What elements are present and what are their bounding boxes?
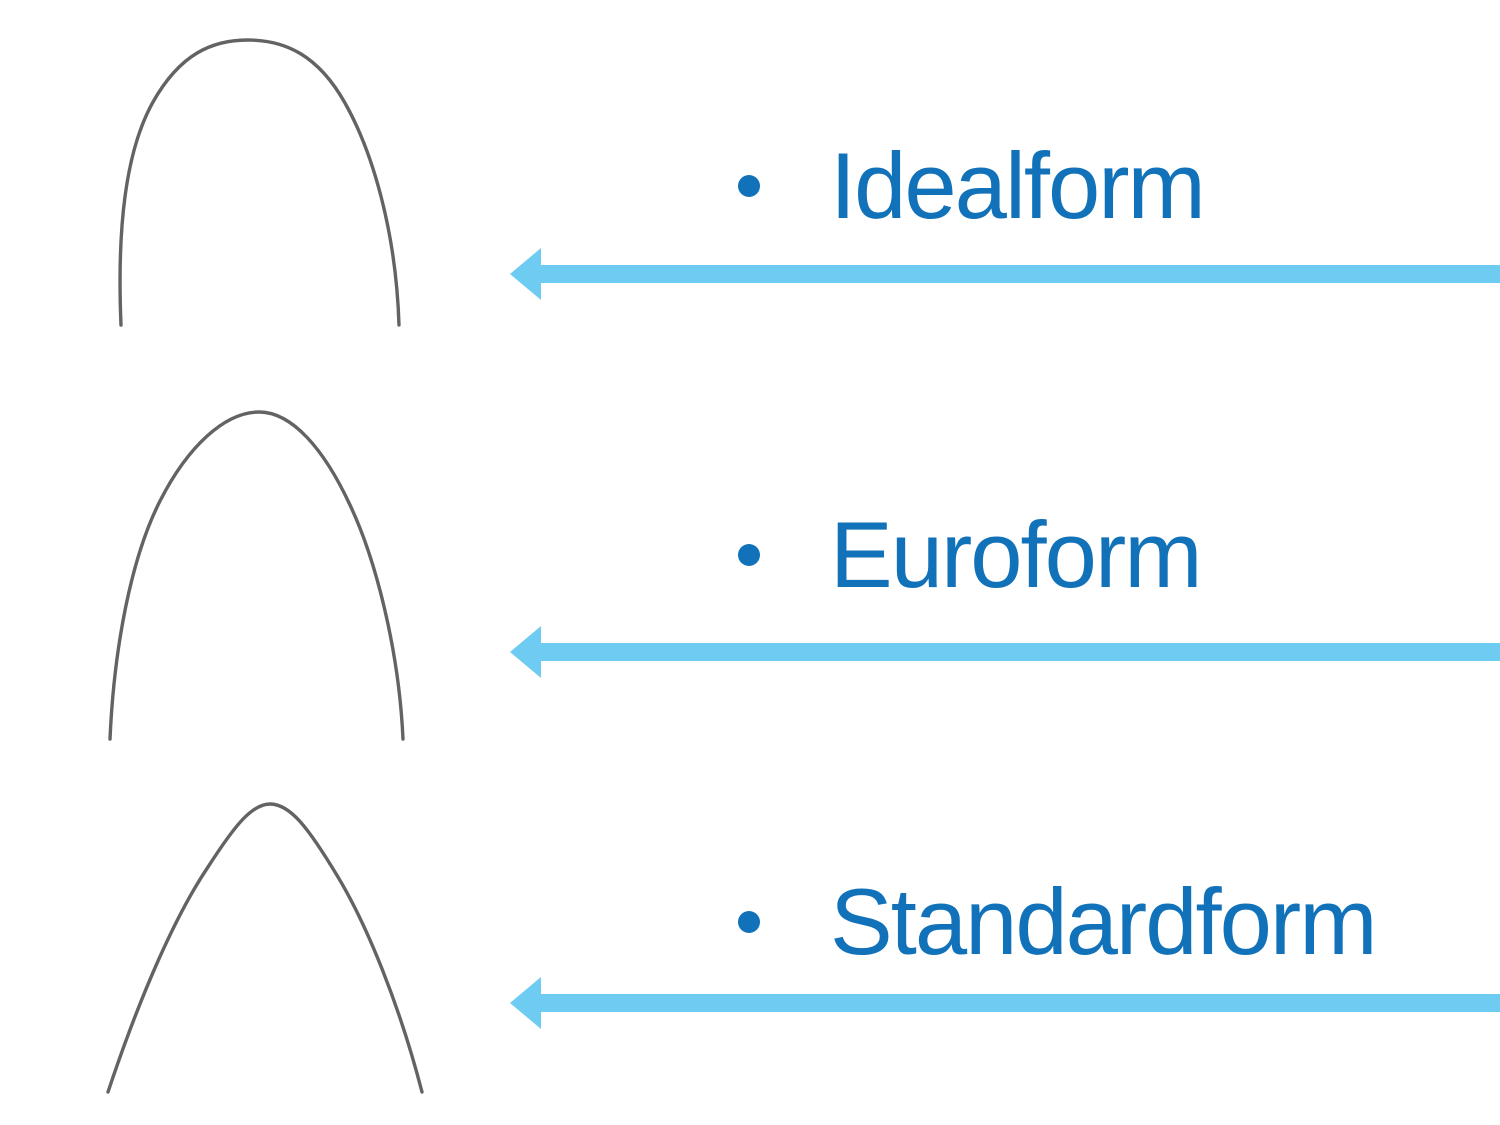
bullet-icon bbox=[738, 175, 760, 197]
left-arrow-icon bbox=[510, 248, 1500, 300]
standardform-label: Standardform bbox=[830, 869, 1378, 974]
list-item-euroform: Euroform bbox=[738, 500, 1203, 610]
idealform-label: Idealform bbox=[830, 133, 1206, 238]
bullet-icon bbox=[738, 911, 760, 933]
idealform-archwire-icon bbox=[118, 38, 401, 327]
bullet-icon bbox=[738, 544, 760, 566]
euroform-label: Euroform bbox=[830, 502, 1203, 607]
euroform-archwire-icon bbox=[108, 410, 405, 741]
left-arrow-icon bbox=[510, 977, 1500, 1029]
list-item-idealform: Idealform bbox=[738, 131, 1206, 241]
standardform-archwire-icon bbox=[106, 802, 424, 1094]
list-item-standardform: Standardform bbox=[738, 867, 1378, 977]
left-arrow-icon bbox=[510, 626, 1500, 678]
